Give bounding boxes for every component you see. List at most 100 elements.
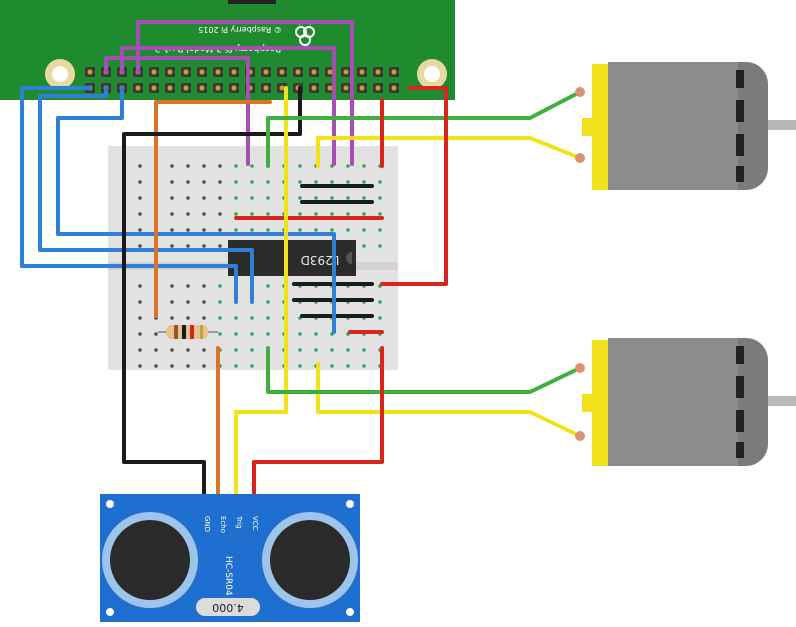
breadboard-hole (138, 300, 142, 304)
breadboard-hole (218, 284, 222, 288)
breadboard-hole (362, 164, 366, 168)
gpio-pin-contact (327, 85, 333, 91)
breadboard-hole (138, 212, 142, 216)
wire-purple (136, 20, 354, 166)
raspberry-pi-board: Raspberry Pi 3 Model B v1.2 © Raspberry … (0, 0, 455, 100)
breadboard-hole (362, 228, 366, 232)
wire-black (122, 86, 302, 496)
breadboard-hole (202, 180, 206, 184)
breadboard-hole (234, 348, 238, 352)
gpio-pin-contact (295, 69, 301, 75)
pin-label: Trig (235, 515, 243, 529)
gpio-pin-contact (167, 69, 173, 75)
breadboard-hole (298, 164, 302, 168)
gpio-pin-contact (375, 69, 381, 75)
gpio-pin-contact (167, 85, 173, 91)
breadboard-hole (298, 348, 302, 352)
transducer (262, 512, 358, 608)
breadboard-hole (138, 284, 142, 288)
breadboard-hole (138, 180, 142, 184)
breadboard-hole (362, 348, 366, 352)
breadboard-hole (234, 180, 238, 184)
breadboard-hole (170, 180, 174, 184)
gpio-pin-contact (231, 85, 237, 91)
breadboard-hole (314, 180, 318, 184)
breadboard-hole (170, 244, 174, 248)
breadboard-hole (298, 332, 302, 336)
breadboard-hole (346, 196, 350, 200)
breadboard-hole (266, 332, 270, 336)
breadboard-hole (250, 180, 254, 184)
breadboard-hole (186, 364, 190, 368)
breadboard-hole (170, 164, 174, 168)
wire-yellow (234, 86, 288, 496)
breadboard-hole (138, 244, 142, 248)
breadboard-hole (346, 164, 350, 168)
breadboard-hole (362, 212, 366, 216)
breadboard-hole (154, 348, 158, 352)
breadboard-hole (202, 212, 206, 216)
breadboard-hole (346, 228, 350, 232)
breadboard-hole (298, 364, 302, 368)
breadboard-hole (250, 332, 254, 336)
crystal-label: 4.000 (212, 601, 244, 614)
breadboard-hole (218, 244, 222, 248)
resistor (158, 325, 218, 339)
pin-label: GND (203, 516, 211, 532)
gpio-pin-contact (215, 69, 221, 75)
board-copyright: © Raspberry Pi 2015 (198, 25, 282, 34)
breadboard-hole (234, 164, 238, 168)
gpio-pin-contact (311, 85, 317, 91)
gpio-pin-contact (327, 69, 333, 75)
breadboard-hole (186, 196, 190, 200)
breadboard-hole (186, 316, 190, 320)
gpio-pin-contact (343, 69, 349, 75)
breadboard-hole (202, 348, 206, 352)
breadboard-hole (234, 212, 238, 216)
breadboard-hole (218, 196, 222, 200)
breadboard-hole (218, 316, 222, 320)
breadboard-hole (378, 180, 382, 184)
breadboard-hole (186, 180, 190, 184)
breadboard-hole (266, 212, 270, 216)
transducer (102, 512, 198, 608)
breadboard-hole (250, 212, 254, 216)
breadboard-hole (330, 196, 334, 200)
breadboard-hole (170, 284, 174, 288)
breadboard-hole (170, 196, 174, 200)
breadboard-hole (170, 364, 174, 368)
breadboard-hole (266, 284, 270, 288)
breadboard-hole (314, 348, 318, 352)
sensor-model-label: HC-SR04 (223, 556, 233, 596)
gpio-pin-contact (135, 85, 141, 91)
breadboard-hole (266, 316, 270, 320)
breadboard-hole (138, 164, 142, 168)
gpio-pin-contact (231, 69, 237, 75)
wire-yellow (316, 136, 582, 168)
breadboard-hole (202, 196, 206, 200)
breadboard-hole (170, 316, 174, 320)
breadboard-hole (186, 348, 190, 352)
breadboard-hole (346, 212, 350, 216)
gpio-pin-contact (183, 85, 189, 91)
l293d-chip: L293D (228, 240, 356, 276)
breadboard-hole (266, 196, 270, 200)
breadboard-hole (202, 284, 206, 288)
breadboard-hole (330, 228, 334, 232)
dc-motor (575, 338, 796, 466)
breadboard-hole (138, 228, 142, 232)
gpio-pin-contact (391, 69, 397, 75)
breadboard-hole (250, 316, 254, 320)
breadboard-hole (234, 332, 238, 336)
chip-label: L293D (301, 253, 340, 267)
breadboard-hole (362, 244, 366, 248)
gpio-pin-contact (151, 69, 157, 75)
breadboard-hole (378, 316, 382, 320)
breadboard-hole (330, 364, 334, 368)
wire-purple (120, 46, 336, 166)
breadboard-hole (186, 284, 190, 288)
breadboard-hole (298, 228, 302, 232)
gpio-pin-contact (263, 69, 269, 75)
breadboard-hole (266, 228, 270, 232)
